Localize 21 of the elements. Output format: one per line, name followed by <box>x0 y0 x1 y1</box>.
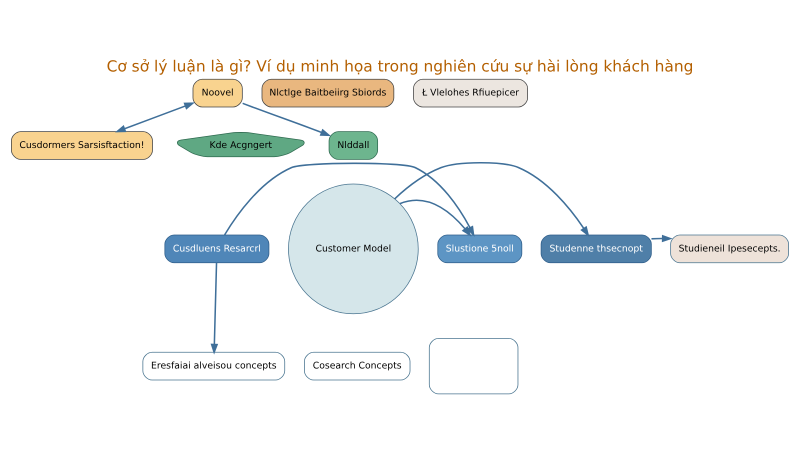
arrow <box>242 102 332 136</box>
arrow <box>400 200 472 237</box>
arrow <box>224 162 475 237</box>
node-box: Studieneil Ipesecepts. <box>670 234 789 264</box>
arrow <box>114 102 195 132</box>
node-circle: Customer Model <box>288 184 419 314</box>
diagram-title: Cơ sở lý luận là gì? Ví dụ minh họa trong nghiên cứu sự hài lòng khách hàng <box>106 58 694 76</box>
node-box: Eresfaiai alveisou concepts <box>142 352 286 380</box>
node-box: Cusdluens Resarcrl <box>164 234 270 264</box>
arrow <box>394 162 590 237</box>
node-box: Nlddall <box>328 131 378 160</box>
node-box <box>428 338 518 394</box>
node-box: Ł Vlelohes Rfiuepicer <box>413 78 528 108</box>
node-box: Nlctlge Baitbeiirg Sbiords <box>262 78 394 108</box>
arrow <box>651 234 673 242</box>
node-box: Slustione 5noll <box>437 234 522 264</box>
node-box: Studenne thsecnopt <box>540 234 652 264</box>
node-box: Cosearch Concepts <box>304 352 410 380</box>
node-box: Noovel <box>192 78 243 108</box>
arrow <box>210 262 218 355</box>
node-box: Cusdormers Sarsisftaction! <box>11 131 153 160</box>
